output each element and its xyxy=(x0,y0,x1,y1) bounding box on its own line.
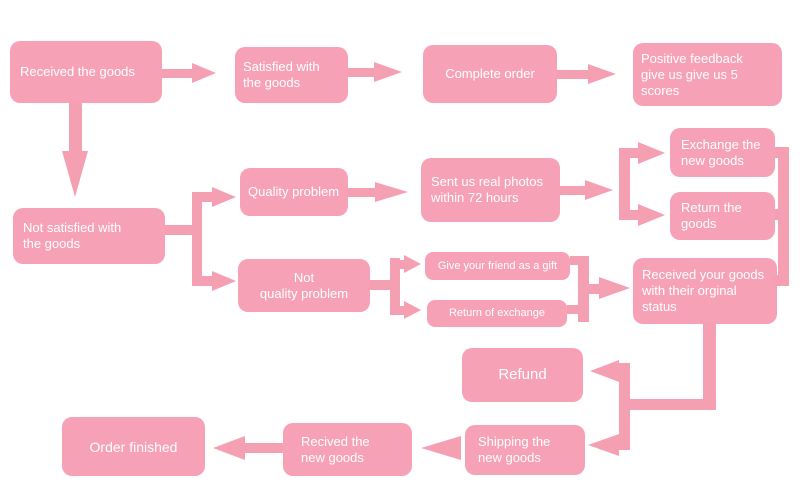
edge-notsatisfied-notquality-shaft xyxy=(202,276,212,286)
edge-sentphotos-return-arrowhead-icon xyxy=(638,204,665,226)
edge-notsatisfied-branch-vertical xyxy=(192,192,202,286)
edge-complete-feedback-shaft xyxy=(557,70,588,79)
edge-middle-receivedgoods-arrowhead-icon xyxy=(599,277,630,299)
node-return-goods: Return the goods xyxy=(670,192,775,240)
edge-notquality-returnexchange-shaft xyxy=(400,306,404,315)
edge-notsatisfied-notquality-arrowhead-icon xyxy=(212,271,236,291)
edge-notquality-gift-arrowhead-icon xyxy=(404,255,421,273)
node-received-your-goods: Received your goods with their orginal s… xyxy=(633,258,777,324)
edge-receivedgoods-down-horizontal xyxy=(623,399,716,410)
edge-sentphotos-exchange-shaft xyxy=(630,148,638,158)
edge-sentphotos-return-shaft xyxy=(630,210,638,220)
node-return-of-exchange: Return of exchange xyxy=(427,300,567,327)
edge-sentphotos-branch-vertical xyxy=(619,148,630,220)
edge-satisfied-complete-shaft xyxy=(348,68,374,77)
edge-middle-vertical xyxy=(578,256,589,322)
edge-sentphotos-branch-arrowhead-icon xyxy=(585,180,613,200)
edge-to-refund-arrowhead-icon xyxy=(590,360,619,382)
node-received-the-goods: Received the goods xyxy=(10,41,162,103)
edge-quality-sentphotos-shaft xyxy=(348,188,375,197)
edge-received-notsatisfied-arrowhead-icon xyxy=(62,151,88,197)
edge-middle-receivedgoods-shaft xyxy=(589,284,599,294)
edge-notsatisfied-branch-feed xyxy=(165,225,197,235)
edge-recived-orderfinished-shaft xyxy=(245,443,283,453)
node-complete-order: Complete order xyxy=(423,45,557,103)
edge-notquality-branch-vertical xyxy=(390,258,400,315)
node-sent-photos: Sent us real photos within 72 hours xyxy=(421,158,560,222)
edge-shipping-recived-arrowhead-icon xyxy=(421,436,461,460)
node-quality-problem: Quality problem xyxy=(240,168,348,216)
node-positive-feedback: Positive feedback give us give us 5 scor… xyxy=(633,43,782,106)
edge-sentphotos-branch-feed xyxy=(560,186,585,195)
edge-return-received-stub xyxy=(775,209,789,220)
edge-quality-sentphotos-arrowhead-icon xyxy=(375,182,408,202)
edge-receivedgoods-down-vertical xyxy=(703,322,716,410)
edge-notsatisfied-quality-shaft xyxy=(202,192,212,202)
edge-sentphotos-exchange-arrowhead-icon xyxy=(638,142,665,164)
node-exchange-new-goods: Exchange the new goods xyxy=(670,128,775,177)
edge-satisfied-complete-arrowhead-icon xyxy=(374,62,402,82)
edge-complete-feedback-arrowhead-icon xyxy=(588,64,616,84)
edge-returnexchange-received-stub xyxy=(567,305,589,314)
edge-notsatisfied-quality-arrowhead-icon xyxy=(212,187,236,207)
node-not-satisfied: Not satisfied with the goods xyxy=(13,208,165,264)
edge-received-satisfied-shaft xyxy=(162,69,192,78)
edge-vertical-receivedgoods-stub xyxy=(773,275,789,286)
edge-notquality-gift-shaft xyxy=(400,260,404,269)
node-give-friend-gift: Give your friend as a gift xyxy=(425,252,570,280)
edge-notquality-returnexchange-arrowhead-icon xyxy=(404,301,421,319)
node-recived-new-goods: Recived the new goods xyxy=(283,423,412,476)
edge-notquality-branch-feed xyxy=(370,280,395,290)
node-order-finished: Order finished xyxy=(62,417,205,476)
edge-received-notsatisfied-shaft xyxy=(69,103,82,151)
edge-received-satisfied-arrowhead-icon xyxy=(192,63,216,83)
edge-recived-orderfinished-arrowhead-icon xyxy=(213,436,245,460)
node-shipping-new-goods: Shipping the new goods xyxy=(465,425,585,475)
node-refund: Refund xyxy=(462,348,583,402)
node-satisfied-with-goods: Satisfied with the goods xyxy=(235,47,348,103)
node-not-quality-problem: Not quality problem xyxy=(238,259,370,312)
edge-to-shipping-arrowhead-icon xyxy=(588,434,619,456)
edge-refund-shipping-vertical xyxy=(619,363,630,450)
